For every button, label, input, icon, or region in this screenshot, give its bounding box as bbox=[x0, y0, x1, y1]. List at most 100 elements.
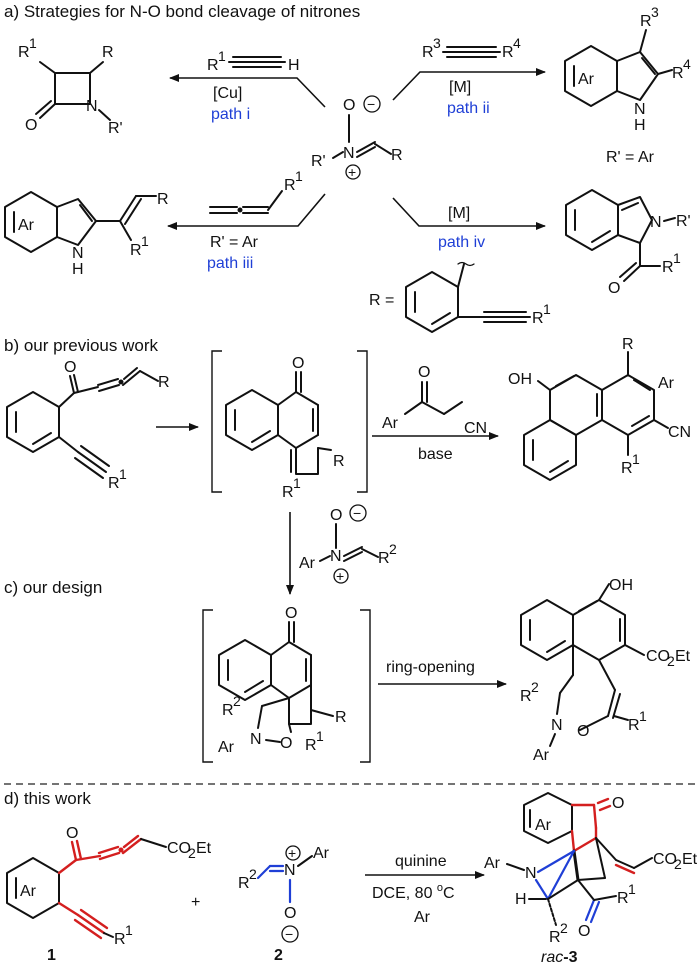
svg-text:O: O bbox=[608, 280, 620, 297]
svg-text:N: N bbox=[525, 865, 537, 882]
svg-text:2: 2 bbox=[674, 856, 682, 872]
path-i-catalyst: [Cu] bbox=[213, 85, 242, 102]
svg-text:+: + bbox=[336, 568, 344, 584]
svg-text:R: R bbox=[18, 44, 30, 61]
svg-text:+: + bbox=[348, 164, 356, 180]
svg-text:1: 1 bbox=[47, 947, 56, 964]
svg-text:R: R bbox=[378, 550, 390, 567]
svg-text:2: 2 bbox=[249, 866, 257, 882]
svg-text:R: R bbox=[640, 13, 652, 30]
indole-product-iii: Ar N H R R 1 bbox=[4, 191, 169, 278]
svg-text:1: 1 bbox=[316, 728, 324, 744]
svg-text:R: R bbox=[130, 242, 142, 259]
svg-text:R: R bbox=[157, 191, 169, 208]
svg-text:O: O bbox=[418, 364, 430, 381]
section-a-title: a) Strategies for N-O bond cleavage of n… bbox=[4, 2, 360, 21]
compound-2: R 2 N + Ar O − 2 bbox=[238, 845, 330, 964]
svg-text:+: + bbox=[288, 845, 296, 861]
svg-text:1: 1 bbox=[218, 48, 226, 64]
condition-solvent-temp: DCE, 80 oC bbox=[372, 882, 455, 902]
condition-catalyst: quinine bbox=[395, 853, 447, 870]
svg-text:Ar: Ar bbox=[535, 817, 552, 834]
svg-text:2: 2 bbox=[233, 693, 241, 709]
svg-text:−: − bbox=[353, 505, 361, 521]
section-c-title: c) our design bbox=[4, 578, 102, 597]
path-iv-catalyst: [M] bbox=[448, 205, 470, 222]
nitrone-reagent-c: O − Ar N + R 2 bbox=[299, 504, 397, 584]
svg-text:R: R bbox=[422, 44, 434, 61]
svg-text:1: 1 bbox=[295, 168, 303, 184]
svg-text:N: N bbox=[343, 145, 355, 162]
base-condition: base bbox=[418, 446, 453, 463]
svg-text:N: N bbox=[284, 862, 296, 879]
svg-text:4: 4 bbox=[683, 56, 691, 72]
svg-text:R: R bbox=[621, 460, 633, 477]
svg-text:R: R bbox=[391, 147, 403, 164]
condition-atmosphere: Ar bbox=[414, 909, 431, 926]
nitrone-center: O − R' N + R bbox=[311, 95, 403, 180]
svg-text:−: − bbox=[367, 96, 375, 112]
svg-text:R: R bbox=[520, 688, 532, 705]
svg-text:O: O bbox=[578, 923, 590, 940]
svg-text:1: 1 bbox=[632, 451, 640, 467]
svg-text:2: 2 bbox=[560, 920, 568, 936]
svg-text:1: 1 bbox=[673, 250, 681, 266]
path-iii-label: path iii bbox=[207, 255, 253, 272]
compound-1: Ar O CO 2 Et R 1 1 bbox=[6, 825, 212, 964]
svg-text:O: O bbox=[577, 723, 589, 740]
svg-text:R: R bbox=[282, 484, 294, 501]
product-rac-3: Ar O CO 2 Et Ar N H R 2 O R bbox=[484, 792, 698, 966]
svg-text:R: R bbox=[532, 310, 544, 327]
svg-text:1: 1 bbox=[628, 881, 636, 897]
previous-work-sm: O R R 1 bbox=[6, 359, 170, 492]
svg-text:R =: R = bbox=[369, 292, 394, 309]
svg-text:CN: CN bbox=[464, 420, 487, 437]
svg-text:CO: CO bbox=[646, 648, 670, 665]
svg-text:OH: OH bbox=[508, 371, 532, 388]
svg-text:O: O bbox=[280, 735, 292, 752]
svg-text:CO: CO bbox=[167, 840, 191, 857]
svg-text:N: N bbox=[551, 717, 563, 734]
path-i-label: path i bbox=[211, 106, 250, 123]
svg-text:N: N bbox=[86, 98, 98, 115]
svg-text:1: 1 bbox=[119, 466, 127, 482]
svg-text:1: 1 bbox=[29, 35, 37, 51]
svg-text:H: H bbox=[72, 261, 84, 278]
svg-text:R: R bbox=[284, 177, 296, 194]
section-d-title: d) this work bbox=[4, 789, 91, 808]
svg-text:Ar: Ar bbox=[218, 739, 235, 756]
svg-text:CO: CO bbox=[653, 851, 677, 868]
svg-text:H: H bbox=[515, 891, 527, 908]
svg-text:2: 2 bbox=[188, 845, 196, 861]
svg-text:O: O bbox=[330, 507, 342, 524]
svg-text:R: R bbox=[622, 336, 634, 353]
svg-text:R: R bbox=[502, 44, 514, 61]
svg-text:R: R bbox=[238, 875, 250, 892]
svg-text:N: N bbox=[650, 214, 662, 231]
svg-text:R: R bbox=[335, 709, 347, 726]
phenanthrene-product: OH R Ar CN R 1 bbox=[508, 336, 691, 481]
isoindole-product: N R' O R 1 bbox=[565, 189, 691, 297]
svg-text:R: R bbox=[333, 453, 345, 470]
svg-text:Ar: Ar bbox=[313, 845, 330, 862]
svg-text:R: R bbox=[207, 57, 219, 74]
svg-text:R: R bbox=[549, 929, 561, 946]
oxazepine-product: OH CO 2 Et R 2 N Ar O R 1 bbox=[520, 577, 691, 764]
svg-text:R: R bbox=[662, 259, 674, 276]
cyclobutene-intermediate-b: O R R 1 bbox=[225, 355, 345, 501]
svg-text:1: 1 bbox=[141, 233, 149, 249]
svg-text:O: O bbox=[343, 97, 355, 114]
svg-text:H: H bbox=[634, 117, 646, 134]
svg-text:R: R bbox=[108, 475, 120, 492]
indole-product-ii: Ar R 3 R 4 N H R' = Ar bbox=[564, 4, 691, 166]
svg-text:R: R bbox=[672, 65, 684, 82]
svg-text:N: N bbox=[330, 548, 342, 565]
svg-text:Ar: Ar bbox=[20, 883, 37, 900]
svg-text:R' = Ar: R' = Ar bbox=[606, 149, 655, 166]
svg-text:O: O bbox=[285, 605, 297, 622]
path-iii-condition: R' = Ar bbox=[210, 234, 259, 251]
svg-text:2: 2 bbox=[667, 653, 675, 669]
azetidinone: R 1 R O N R' bbox=[18, 35, 123, 137]
